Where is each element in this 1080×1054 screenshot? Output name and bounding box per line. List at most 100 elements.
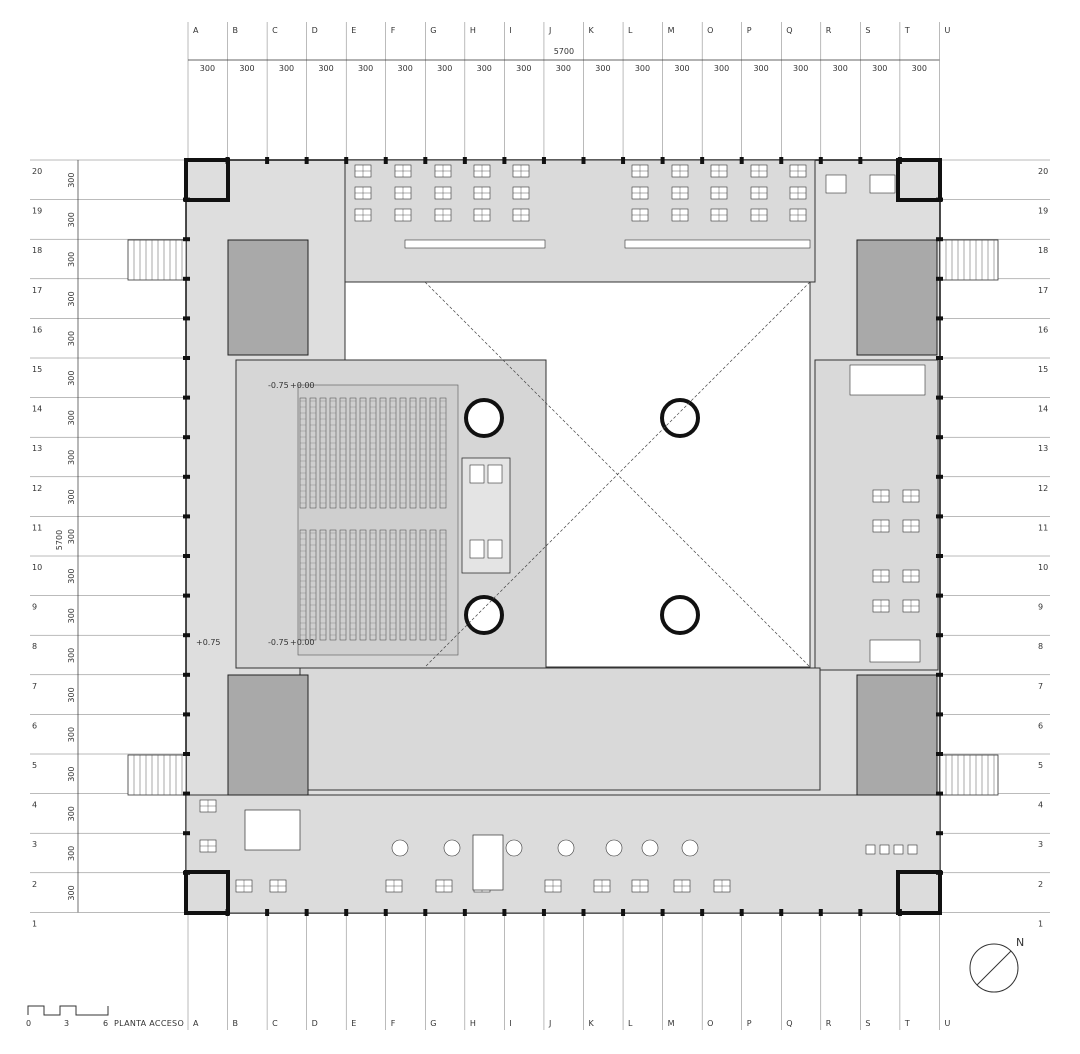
dim-bay-left: 300 <box>67 450 76 465</box>
row-label-left: 19 <box>32 207 42 216</box>
pier-top <box>700 157 705 164</box>
seat-row <box>369 529 377 641</box>
round-table <box>557 839 575 857</box>
dim-bay-top: 300 <box>674 64 689 73</box>
chair <box>865 844 876 855</box>
level-mark-3: -0.75 <box>268 638 289 647</box>
north-arrow: N <box>969 936 1024 993</box>
seat-row <box>419 529 427 641</box>
meeting-table <box>869 639 921 663</box>
reception-desk <box>849 364 926 396</box>
col-label-top: K <box>589 26 595 35</box>
row-label-left: 18 <box>32 246 42 255</box>
row-label-right: 5 <box>1038 761 1043 770</box>
level-mark-2: +0.00 <box>290 381 315 390</box>
seat-row <box>419 397 427 509</box>
seat-row <box>309 529 317 641</box>
col-label-bottom: D <box>312 1019 318 1028</box>
col-label-top: S <box>865 26 870 35</box>
dim-bay-left: 300 <box>67 806 76 821</box>
row-label-left: 15 <box>32 365 42 374</box>
pier-left <box>183 316 190 321</box>
stair-ext-e-bottom <box>939 754 999 796</box>
pier-right <box>936 197 943 202</box>
seat-row <box>359 397 367 509</box>
dim-bay-left: 300 <box>67 291 76 306</box>
east-wing-furniture <box>825 174 926 663</box>
dim-bay-top: 300 <box>318 64 333 73</box>
row-label-right: 13 <box>1038 444 1048 453</box>
north-label: N <box>1016 936 1024 949</box>
core-ne <box>856 239 938 356</box>
pier-left <box>183 474 190 479</box>
col-label-bottom: S <box>865 1019 870 1028</box>
pier-left <box>183 514 190 519</box>
pier-right <box>936 752 943 756</box>
dim-bay-top: 300 <box>556 64 571 73</box>
pier-right <box>936 672 943 677</box>
pier-top <box>660 157 665 164</box>
pier-left <box>183 870 190 875</box>
north-wing <box>344 159 816 283</box>
row-label-right: 12 <box>1038 484 1048 493</box>
row-label-left: 16 <box>32 325 42 334</box>
col-label-top: O <box>707 26 713 35</box>
row-label-left: 7 <box>32 682 37 691</box>
dim-bay-left: 300 <box>67 846 76 861</box>
pier-bottom <box>423 909 428 916</box>
pier-bottom <box>462 909 467 916</box>
seat-row <box>349 529 357 641</box>
core-se <box>856 674 938 796</box>
pier-bottom <box>818 909 823 916</box>
row-label-right: 7 <box>1038 682 1043 691</box>
pier-top <box>383 157 388 164</box>
row-label-left: 6 <box>32 721 37 730</box>
dim-bay-left: 300 <box>67 648 76 663</box>
row-label-left: 4 <box>32 801 37 810</box>
scale-label-3: 3 <box>64 1019 69 1028</box>
pier-bottom <box>383 909 388 916</box>
dim-bay-left: 300 <box>67 885 76 900</box>
pier-left <box>183 356 190 360</box>
pier-left <box>183 672 190 677</box>
dim-bay-left: 300 <box>67 727 76 742</box>
seat-row <box>389 529 397 641</box>
dim-total-left: 5700 <box>55 530 64 550</box>
dim-bay-left: 300 <box>67 212 76 227</box>
dim-bay-left: 300 <box>67 371 76 386</box>
pier-top <box>225 157 230 164</box>
row-label-right: 11 <box>1038 523 1048 532</box>
col-label-top: L <box>628 26 633 35</box>
round-table <box>443 839 461 857</box>
col-label-bottom: P <box>747 1019 752 1028</box>
row-label-right: 15 <box>1038 365 1048 374</box>
pier-left <box>183 831 190 836</box>
row-label-left: 2 <box>32 880 37 889</box>
dim-bay-top: 300 <box>200 64 215 73</box>
seat-row <box>439 397 447 509</box>
pier-left <box>183 395 190 400</box>
pier-bottom <box>265 909 270 916</box>
pier-top <box>344 157 349 164</box>
dim-bay-left: 300 <box>67 608 76 623</box>
seat-row <box>359 529 367 641</box>
dim-bay-left: 300 <box>67 687 76 702</box>
seat-row <box>409 397 417 509</box>
facade-piers <box>183 157 943 916</box>
dim-bay-left: 300 <box>67 252 76 267</box>
dim-bay-top: 300 <box>912 64 927 73</box>
row-label-right: 17 <box>1038 286 1048 295</box>
void-diagonals <box>424 281 811 668</box>
row-label-left: 14 <box>32 405 42 414</box>
row-label-left: 17 <box>32 286 42 295</box>
row-label-right: 20 <box>1038 167 1048 176</box>
pier-bottom <box>304 909 309 916</box>
seat-row <box>389 397 397 509</box>
dim-bay-top: 300 <box>714 64 729 73</box>
row-label-left: 8 <box>32 642 37 651</box>
row-label-right: 19 <box>1038 207 1048 216</box>
pier-right <box>936 474 943 479</box>
seat-row <box>319 397 327 509</box>
dim-total-top: 5700 <box>554 47 574 56</box>
dim-bay-top: 300 <box>239 64 254 73</box>
